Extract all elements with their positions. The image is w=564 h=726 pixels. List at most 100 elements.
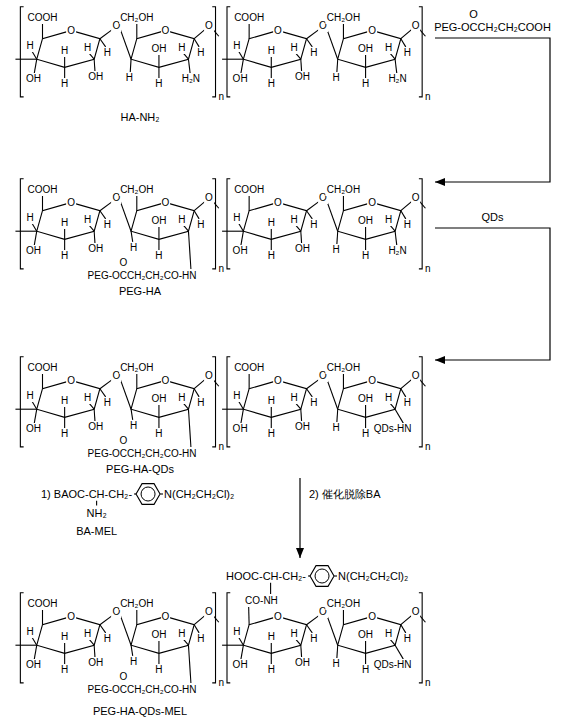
atom-label: O bbox=[66, 25, 76, 37]
atom-label: H bbox=[331, 422, 340, 434]
atom-label: H bbox=[177, 392, 186, 404]
atom-label: CH₂OH bbox=[119, 184, 154, 196]
bond-line bbox=[100, 202, 112, 211]
atom-label: CH₂OH bbox=[119, 362, 154, 374]
atom-label: O bbox=[161, 375, 171, 387]
atom-label: H bbox=[232, 212, 241, 224]
bond-line bbox=[64, 417, 65, 428]
bond-line bbox=[94, 59, 96, 71]
sugar-ring bbox=[131, 204, 194, 240]
atom-label: H bbox=[403, 47, 412, 59]
atom-label: O bbox=[367, 611, 377, 623]
atom-label: H bbox=[331, 658, 340, 670]
bond-line bbox=[94, 645, 96, 657]
bond-line bbox=[64, 643, 65, 654]
sugar-ring bbox=[37, 204, 100, 240]
atom-label: OH bbox=[150, 43, 167, 55]
bond-line bbox=[296, 53, 301, 59]
bond-line bbox=[94, 231, 96, 243]
bond-line bbox=[188, 645, 190, 683]
bond-line bbox=[158, 653, 159, 664]
bond-line bbox=[158, 239, 159, 250]
atom-label: OH bbox=[232, 73, 249, 85]
carbonyl-oxygen: O bbox=[119, 671, 129, 683]
atom-label: H bbox=[177, 628, 186, 640]
bond-line bbox=[222, 59, 243, 60]
bond-line bbox=[32, 637, 37, 645]
atom-label: COOH bbox=[233, 184, 265, 196]
atom-label: OH bbox=[357, 43, 374, 55]
reaction-arrow bbox=[435, 228, 550, 360]
bond-line bbox=[365, 653, 366, 664]
repeat-index: n bbox=[217, 91, 225, 103]
bond-line bbox=[249, 24, 250, 39]
atom-label: O bbox=[66, 375, 76, 387]
compound-name: PEG-HA bbox=[15, 285, 265, 298]
atom-label: H bbox=[154, 78, 163, 90]
bond-line bbox=[271, 407, 272, 418]
bond-line bbox=[271, 57, 272, 68]
atom-label: OH bbox=[87, 657, 104, 669]
atom-label: COOH bbox=[233, 12, 265, 24]
reagent-label: 2) 催化脱除BA bbox=[308, 488, 382, 501]
atom-label: H bbox=[26, 212, 35, 224]
repeat-index: n bbox=[217, 441, 225, 453]
bond-line bbox=[34, 59, 36, 73]
bond-line bbox=[336, 59, 338, 72]
bond-line bbox=[158, 67, 159, 78]
bond-line bbox=[42, 374, 43, 389]
atom-label: H bbox=[290, 42, 299, 54]
atom-label: COOH bbox=[233, 362, 265, 374]
bond-line bbox=[120, 202, 131, 232]
sugar-ring bbox=[243, 618, 306, 654]
atom-label: O bbox=[204, 606, 214, 618]
sugar-ring bbox=[243, 32, 306, 68]
atom-label: CH₂OH bbox=[119, 12, 154, 24]
bond-line bbox=[15, 231, 36, 232]
bond-line bbox=[395, 231, 397, 245]
atom-label: H bbox=[60, 78, 69, 90]
bond-line bbox=[136, 196, 137, 211]
atom-label: H bbox=[361, 428, 370, 440]
atom-label: H bbox=[267, 395, 276, 407]
bond-line bbox=[395, 645, 403, 659]
atom-label: H bbox=[103, 47, 112, 59]
atom-label: H bbox=[232, 390, 241, 402]
bond-line bbox=[248, 607, 250, 625]
bond-line bbox=[158, 417, 159, 428]
atom-label: H bbox=[331, 72, 340, 84]
bond-line bbox=[300, 231, 302, 243]
atom-label: OH bbox=[25, 245, 42, 257]
bond-line bbox=[32, 401, 37, 409]
bond-line bbox=[296, 403, 301, 409]
repeat-bracket bbox=[227, 593, 230, 683]
compound-name: BA-MEL bbox=[75, 525, 118, 538]
atom-label: H bbox=[60, 631, 69, 643]
bond-line bbox=[241, 409, 243, 423]
bond-line bbox=[222, 231, 243, 232]
atom-label: H bbox=[103, 397, 112, 409]
bond-line bbox=[365, 55, 366, 67]
atom-label: H bbox=[267, 664, 276, 676]
atom-label: H bbox=[154, 428, 163, 440]
bond-line bbox=[64, 239, 65, 250]
bond-line bbox=[222, 409, 243, 410]
repeat-index: n bbox=[424, 677, 432, 689]
atom-label: H bbox=[267, 250, 276, 262]
bond-line bbox=[365, 417, 366, 428]
bond-line bbox=[34, 409, 36, 423]
atom-label: H bbox=[403, 397, 412, 409]
atom-label: H bbox=[196, 47, 205, 59]
bond-line bbox=[222, 645, 243, 646]
reagent-formula: N(CH₂CH₂Cl)₂ bbox=[337, 570, 409, 583]
benzene-ring bbox=[141, 487, 155, 501]
atom-label: O bbox=[411, 192, 421, 204]
bond-line bbox=[120, 30, 131, 60]
bond-line bbox=[131, 231, 133, 242]
atom-label: H bbox=[267, 428, 276, 440]
bond-line bbox=[188, 231, 190, 269]
atom-label: O bbox=[367, 25, 377, 37]
atom-label: H bbox=[196, 397, 205, 409]
atom-label: O bbox=[367, 197, 377, 209]
bond-line bbox=[42, 610, 43, 625]
